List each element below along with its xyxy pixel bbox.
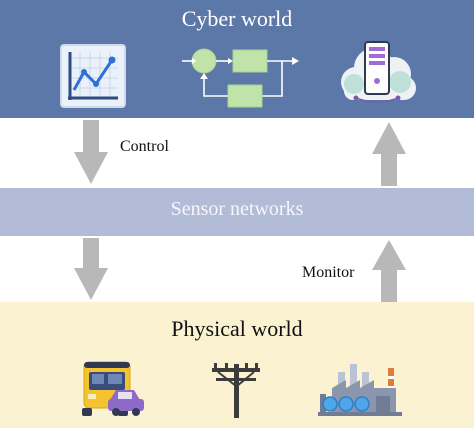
control-label: Control bbox=[120, 138, 169, 155]
factory-icon bbox=[318, 364, 402, 416]
monitor-arrow bbox=[372, 240, 406, 302]
bus-and-car-icon bbox=[82, 361, 144, 416]
control-arrow-lower bbox=[74, 238, 108, 300]
power-pole-icon bbox=[212, 363, 260, 418]
line-chart-icon bbox=[60, 44, 126, 108]
sensor-networks-layer: Sensor networks bbox=[0, 188, 474, 236]
monitor-arrow-upper bbox=[372, 122, 406, 186]
cyber-world-layer: Cyber world bbox=[0, 0, 474, 118]
cyber-world-title: Cyber world bbox=[181, 6, 293, 31]
sensor-networks-title: Sensor networks bbox=[170, 198, 304, 220]
monitor-label: Monitor bbox=[302, 264, 355, 281]
control-loop-diagram-icon bbox=[182, 48, 299, 108]
physical-world-layer: Physical world bbox=[0, 302, 474, 428]
physical-world-title: Physical world bbox=[171, 316, 303, 341]
cloud-server-icon bbox=[341, 41, 416, 103]
control-arrow bbox=[74, 120, 108, 184]
